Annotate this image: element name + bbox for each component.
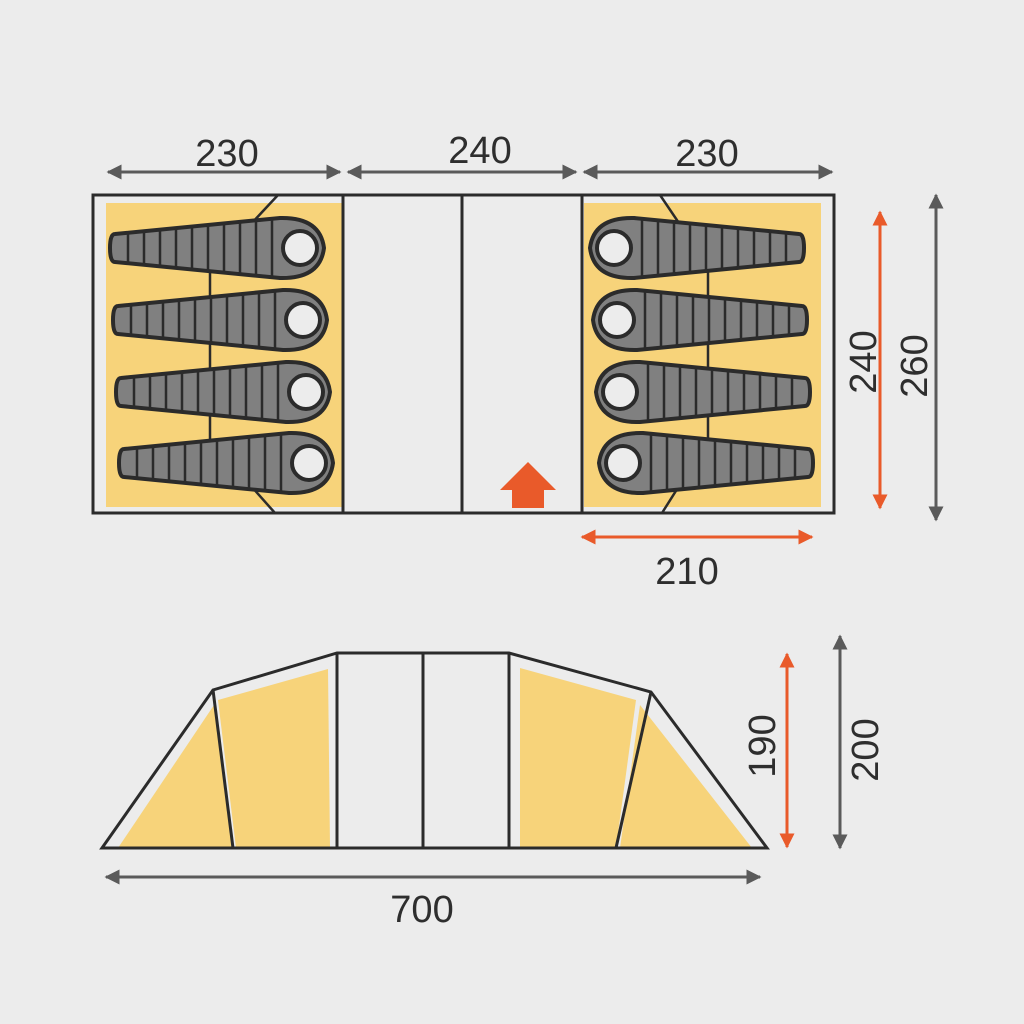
dimension-outer-height: 260 [894, 193, 944, 522]
right-bedroom [580, 194, 821, 514]
dimension-total-length: 700 [104, 869, 762, 931]
left-bedroom [106, 194, 345, 514]
dimension-living-area-width: 240 [346, 130, 578, 180]
dimension-right-bedroom-width: 230 [582, 133, 834, 180]
dimension-outer-side-height: 200 [832, 634, 887, 850]
svg-text:210: 210 [655, 551, 718, 593]
living-area [460, 195, 556, 513]
svg-text:230: 230 [675, 133, 738, 175]
svg-text:240: 240 [843, 330, 885, 393]
side-elevation: 700 190 200 [99, 634, 887, 931]
svg-text:190: 190 [742, 714, 784, 777]
svg-text:700: 700 [390, 889, 453, 931]
svg-text:240: 240 [448, 130, 511, 172]
dimension-inner-bedroom-width: 210 [580, 529, 814, 593]
svg-text:260: 260 [894, 334, 936, 397]
floor-plan: 230 240 230 [91, 130, 944, 593]
entrance-arrow-icon [500, 462, 556, 508]
svg-text:230: 230 [195, 133, 258, 175]
dimension-inner-side-height: 190 [742, 652, 795, 849]
svg-text:200: 200 [845, 718, 887, 781]
dimension-inner-height: 240 [843, 210, 888, 510]
dimension-left-bedroom-width: 230 [106, 133, 342, 180]
